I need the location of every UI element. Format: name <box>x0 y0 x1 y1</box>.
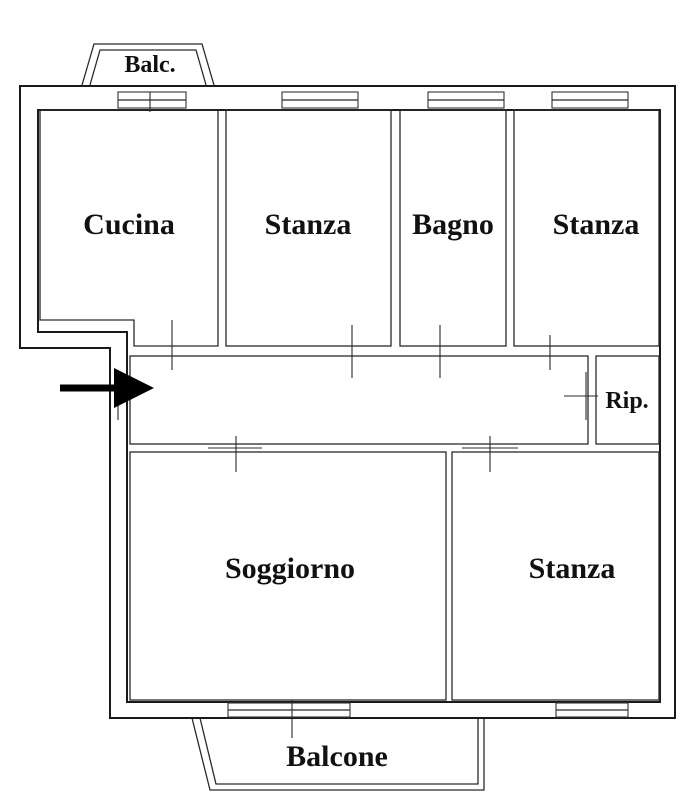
stanza-1-label: Stanza <box>265 208 352 241</box>
kitchen-outline <box>39 109 219 347</box>
balcone-label: Balcone <box>286 740 388 773</box>
rip-label: Rip. <box>605 388 648 414</box>
cucina-label: Cucina <box>83 208 175 241</box>
soggiorno-label: Soggiorno <box>225 552 355 585</box>
room-3-outline <box>451 451 660 701</box>
bagno-label: Bagno <box>412 208 494 241</box>
storage-outline <box>595 355 660 445</box>
living-room-outline <box>129 451 447 701</box>
windows-top <box>117 91 629 109</box>
stanza-3-label: Stanza <box>529 552 616 585</box>
room-1-outline <box>225 109 392 347</box>
room-2-outline <box>513 109 660 347</box>
stanza-2-label: Stanza <box>553 208 640 241</box>
windows-bottom <box>227 702 629 718</box>
exterior-walls <box>19 85 676 719</box>
balc-label: Balc. <box>124 52 175 78</box>
bottom-balcony <box>191 717 485 791</box>
entrance-arrow-icon <box>60 368 154 408</box>
top-balcony <box>79 43 217 93</box>
